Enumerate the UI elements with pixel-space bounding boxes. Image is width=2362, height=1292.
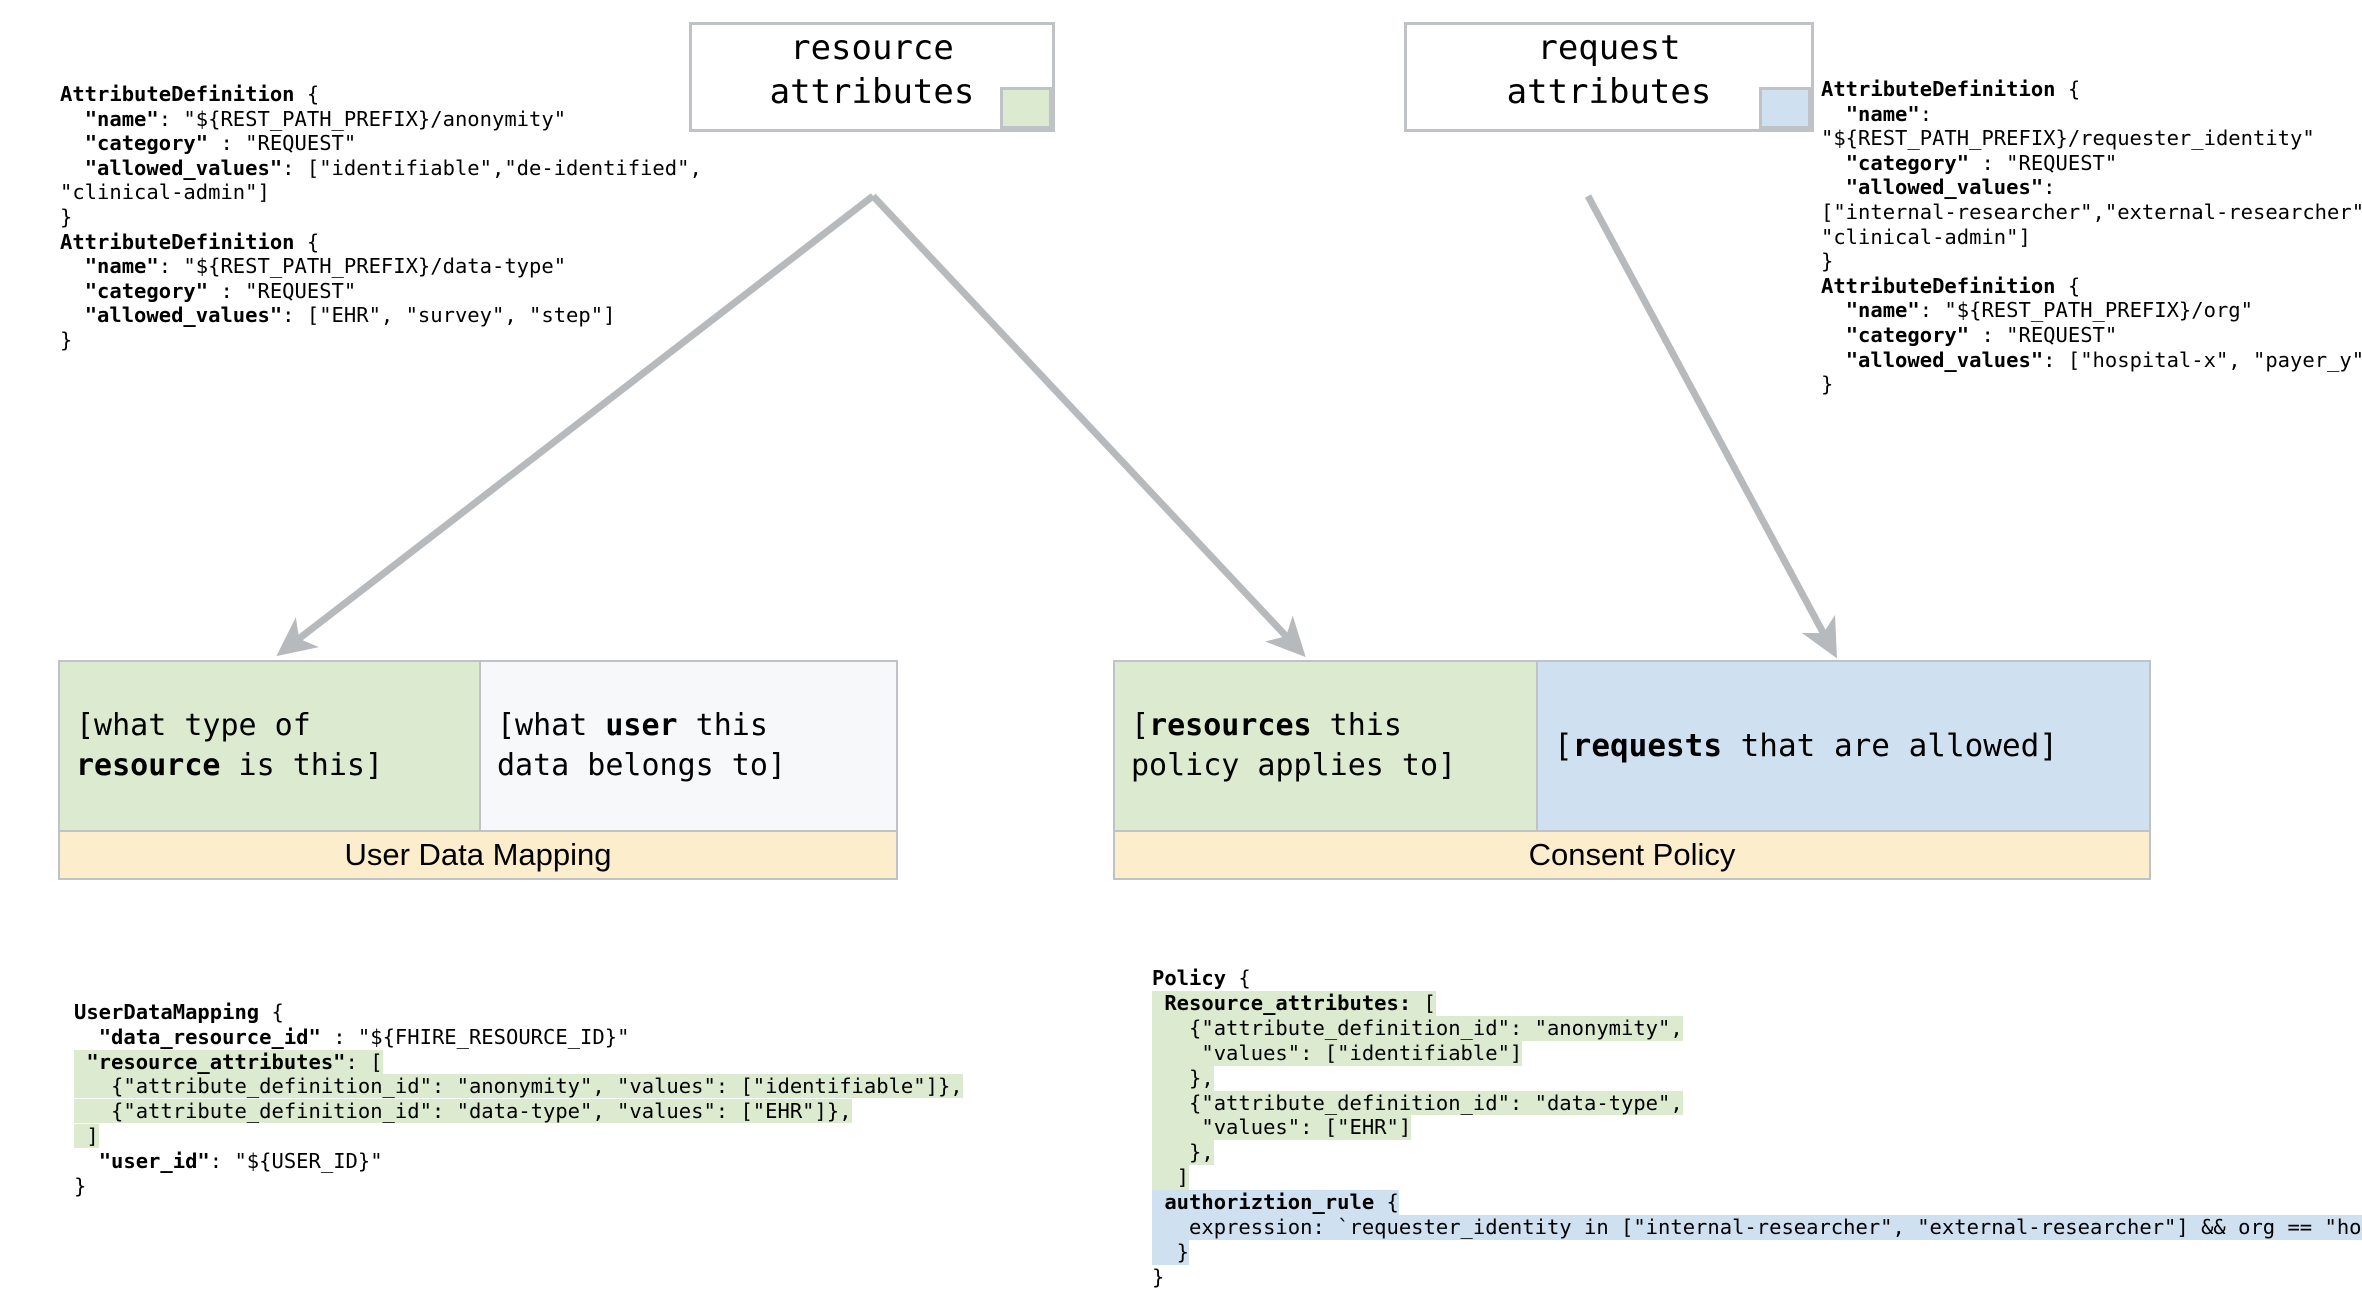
request-attributes-color-swatch xyxy=(1759,87,1811,129)
code-line: AttributeDefinition { xyxy=(60,229,320,254)
code-line: AttributeDefinition { xyxy=(1821,77,2081,101)
code-line: "values": ["identifiable"] xyxy=(1152,1040,1523,1066)
code-line: ["internal-researcher","external-researc… xyxy=(1821,199,2362,224)
code-line: {"attribute_definition_id": "data-type",… xyxy=(74,1099,852,1124)
code-line: } xyxy=(1152,1264,1165,1289)
code-line: "clinical-admin"] xyxy=(1821,224,2031,249)
code-line: } xyxy=(60,327,73,352)
policy-code: Policy { Resource_attributes: [ {"attrib… xyxy=(1152,966,2362,1290)
resource-attributes-color-swatch xyxy=(1000,87,1052,129)
code-line: "${REST_PATH_PREFIX}/requester_identity" xyxy=(1821,126,2315,151)
arrow-request-to-consent-policy xyxy=(1584,194,1837,659)
code-line: UserDataMapping { xyxy=(74,1000,284,1024)
code-line: "data_resource_id" : "${FHIRE_RESOURCE_I… xyxy=(98,1024,630,1049)
code-line: "user_id": "${USER_ID}" xyxy=(98,1148,383,1173)
code-line: AttributeDefinition { xyxy=(60,82,320,106)
code-line: "name": "${REST_PATH_PREFIX}/org" xyxy=(1845,298,2253,323)
panel-text: [requests that are allowed] xyxy=(1554,728,2058,764)
code-line: expression: `requester_identity in ["int… xyxy=(1152,1215,2362,1240)
attribute-definitions-right-code: AttributeDefinition { "name":"${REST_PAT… xyxy=(1821,77,2362,397)
code-line: }, xyxy=(1152,1065,1214,1091)
code-line: Policy { xyxy=(1152,966,1251,990)
code-line: AttributeDefinition { xyxy=(1821,273,2081,298)
consent-policy-footer-label: Consent Policy xyxy=(1115,830,2149,878)
code-line: "category" : "REQUEST" xyxy=(84,278,357,303)
arrow-resource-to-consent-policy xyxy=(870,193,1306,658)
code-line: {"attribute_definition_id": "anonymity", xyxy=(1152,1015,1683,1041)
code-line: {"attribute_definition_id": "anonymity",… xyxy=(74,1074,963,1099)
code-line: "values": ["EHR"] xyxy=(1152,1115,1412,1141)
code-line: "resource_attributes": [ xyxy=(74,1049,963,1075)
code-line: "category" : "REQUEST" xyxy=(84,131,357,156)
code-line: "name": xyxy=(1845,101,1933,126)
code-line: "allowed_values": ["identifiable","de-id… xyxy=(84,155,702,180)
consent-policy-requests-panel: [requests that are allowed] xyxy=(1536,662,2149,830)
resource-attributes-box[interactable]: resource attributes xyxy=(689,22,1055,132)
code-line: authoriztion_rule { xyxy=(1152,1190,2362,1216)
code-line: "name": "${REST_PATH_PREFIX}/anonymity" xyxy=(84,106,567,131)
code-line: }, xyxy=(1152,1140,1214,1166)
code-line: "category" : "REQUEST" xyxy=(1845,322,2118,347)
request-attributes-box[interactable]: request attributes xyxy=(1404,22,1814,132)
code-line: } xyxy=(74,1173,87,1198)
resource-attributes-label: resource attributes xyxy=(769,28,975,112)
attribute-definitions-left-code: AttributeDefinition { "name": "${REST_PA… xyxy=(60,82,702,353)
code-line: ] xyxy=(1152,1165,1190,1191)
code-line: "clinical-admin"] xyxy=(60,180,270,205)
code-line: "allowed_values": ["EHR", "survey", "ste… xyxy=(84,303,616,328)
code-line: {"attribute_definition_id": "data-type", xyxy=(1152,1090,1683,1116)
user-data-mapping-code: UserDataMapping { "data_resource_id" : "… xyxy=(74,1000,963,1198)
code-line: } xyxy=(1821,372,1834,397)
code-line: ] xyxy=(74,1123,99,1148)
code-line: "category" : "REQUEST" xyxy=(1845,150,2118,175)
user-data-mapping-footer-label: User Data Mapping xyxy=(60,830,896,878)
code-line: "name": "${REST_PATH_PREFIX}/data-type" xyxy=(84,254,567,279)
code-line: Resource_attributes: [ xyxy=(1152,990,2362,1016)
code-line: "allowed_values": xyxy=(1845,175,2056,200)
code-line: } xyxy=(60,204,73,229)
code-line: "allowed_values": ["hospital-x", "payer_… xyxy=(1845,347,2362,372)
code-line: } xyxy=(1821,249,1834,274)
request-attributes-label: request attributes xyxy=(1506,28,1712,112)
code-line: } xyxy=(1152,1239,1190,1265)
